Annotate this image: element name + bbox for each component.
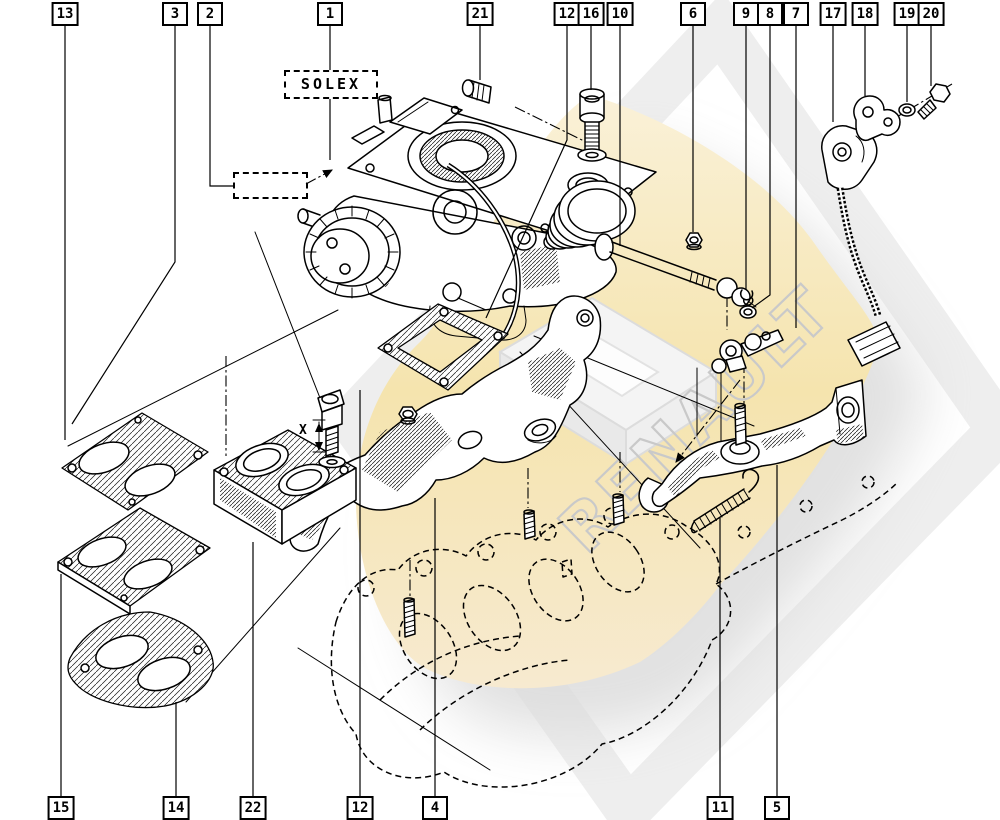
part-spacer-15 (57, 507, 211, 615)
dimension-x-arrow (312, 419, 326, 453)
drum-ribs (305, 205, 399, 299)
callout-bottom-5[interactable]: 5 (764, 796, 790, 820)
id-label-arrow (305, 169, 333, 185)
callout-top-1[interactable]: 1 (317, 2, 343, 26)
part-washer-19 (898, 103, 916, 117)
part-studs (403, 493, 625, 638)
part-clip-9 (739, 289, 754, 306)
solex-brand-label-box: SOLEX (284, 70, 378, 99)
dimension-x-label: X (299, 423, 307, 438)
callout-top-19[interactable]: 19 (893, 2, 921, 26)
part-link-rod-10 (594, 233, 757, 308)
part-gasket-13 (61, 412, 209, 511)
part-base-gasket-12 (377, 303, 509, 391)
callout-bottom-4[interactable]: 4 (422, 796, 448, 820)
callout-top-2[interactable]: 2 (197, 2, 223, 26)
callout-top-6[interactable]: 6 (680, 2, 706, 26)
callout-top-20[interactable]: 20 (917, 2, 945, 26)
callout-top-3[interactable]: 3 (162, 2, 188, 26)
part-bolt-20 (917, 83, 951, 120)
part-fuel-inlet-fitting (461, 79, 492, 104)
callout-bottom-12[interactable]: 12 (346, 796, 374, 820)
callout-top-9[interactable]: 9 (733, 2, 759, 26)
leader-lines (60, 24, 932, 796)
callout-top-13[interactable]: 13 (51, 2, 79, 26)
part-lever-7 (711, 329, 784, 374)
callout-bottom-11[interactable]: 11 (706, 796, 734, 820)
callout-bottom-14[interactable]: 14 (162, 796, 190, 820)
callout-top-18[interactable]: 18 (851, 2, 879, 26)
callout-top-8[interactable]: 8 (757, 2, 783, 26)
part-socket-bolt-16 (577, 88, 607, 162)
part-gasket-14 (67, 611, 214, 709)
callout-top-21[interactable]: 21 (466, 2, 494, 26)
callout-top-12[interactable]: 12 (553, 2, 581, 26)
id-label-box-empty (233, 172, 308, 199)
callout-top-7[interactable]: 7 (783, 2, 809, 26)
callout-top-16[interactable]: 16 (577, 2, 605, 26)
part-spring-11 (690, 468, 760, 534)
cable-connector (847, 321, 901, 367)
callout-bottom-22[interactable]: 22 (239, 796, 267, 820)
part-nut-heat-shield (398, 406, 418, 425)
callout-top-17[interactable]: 17 (819, 2, 847, 26)
part-carburetor-solex (297, 94, 657, 341)
part-bracket-5 (638, 379, 867, 513)
part-sensor-17 (821, 125, 901, 367)
part-washer-8 (739, 305, 757, 319)
callout-top-10[interactable]: 10 (606, 2, 634, 26)
part-nut-6 (685, 232, 703, 251)
callout-bottom-15[interactable]: 15 (47, 796, 75, 820)
part-adjust-bolt-x (312, 389, 346, 469)
part-bracket-18 (853, 95, 901, 142)
